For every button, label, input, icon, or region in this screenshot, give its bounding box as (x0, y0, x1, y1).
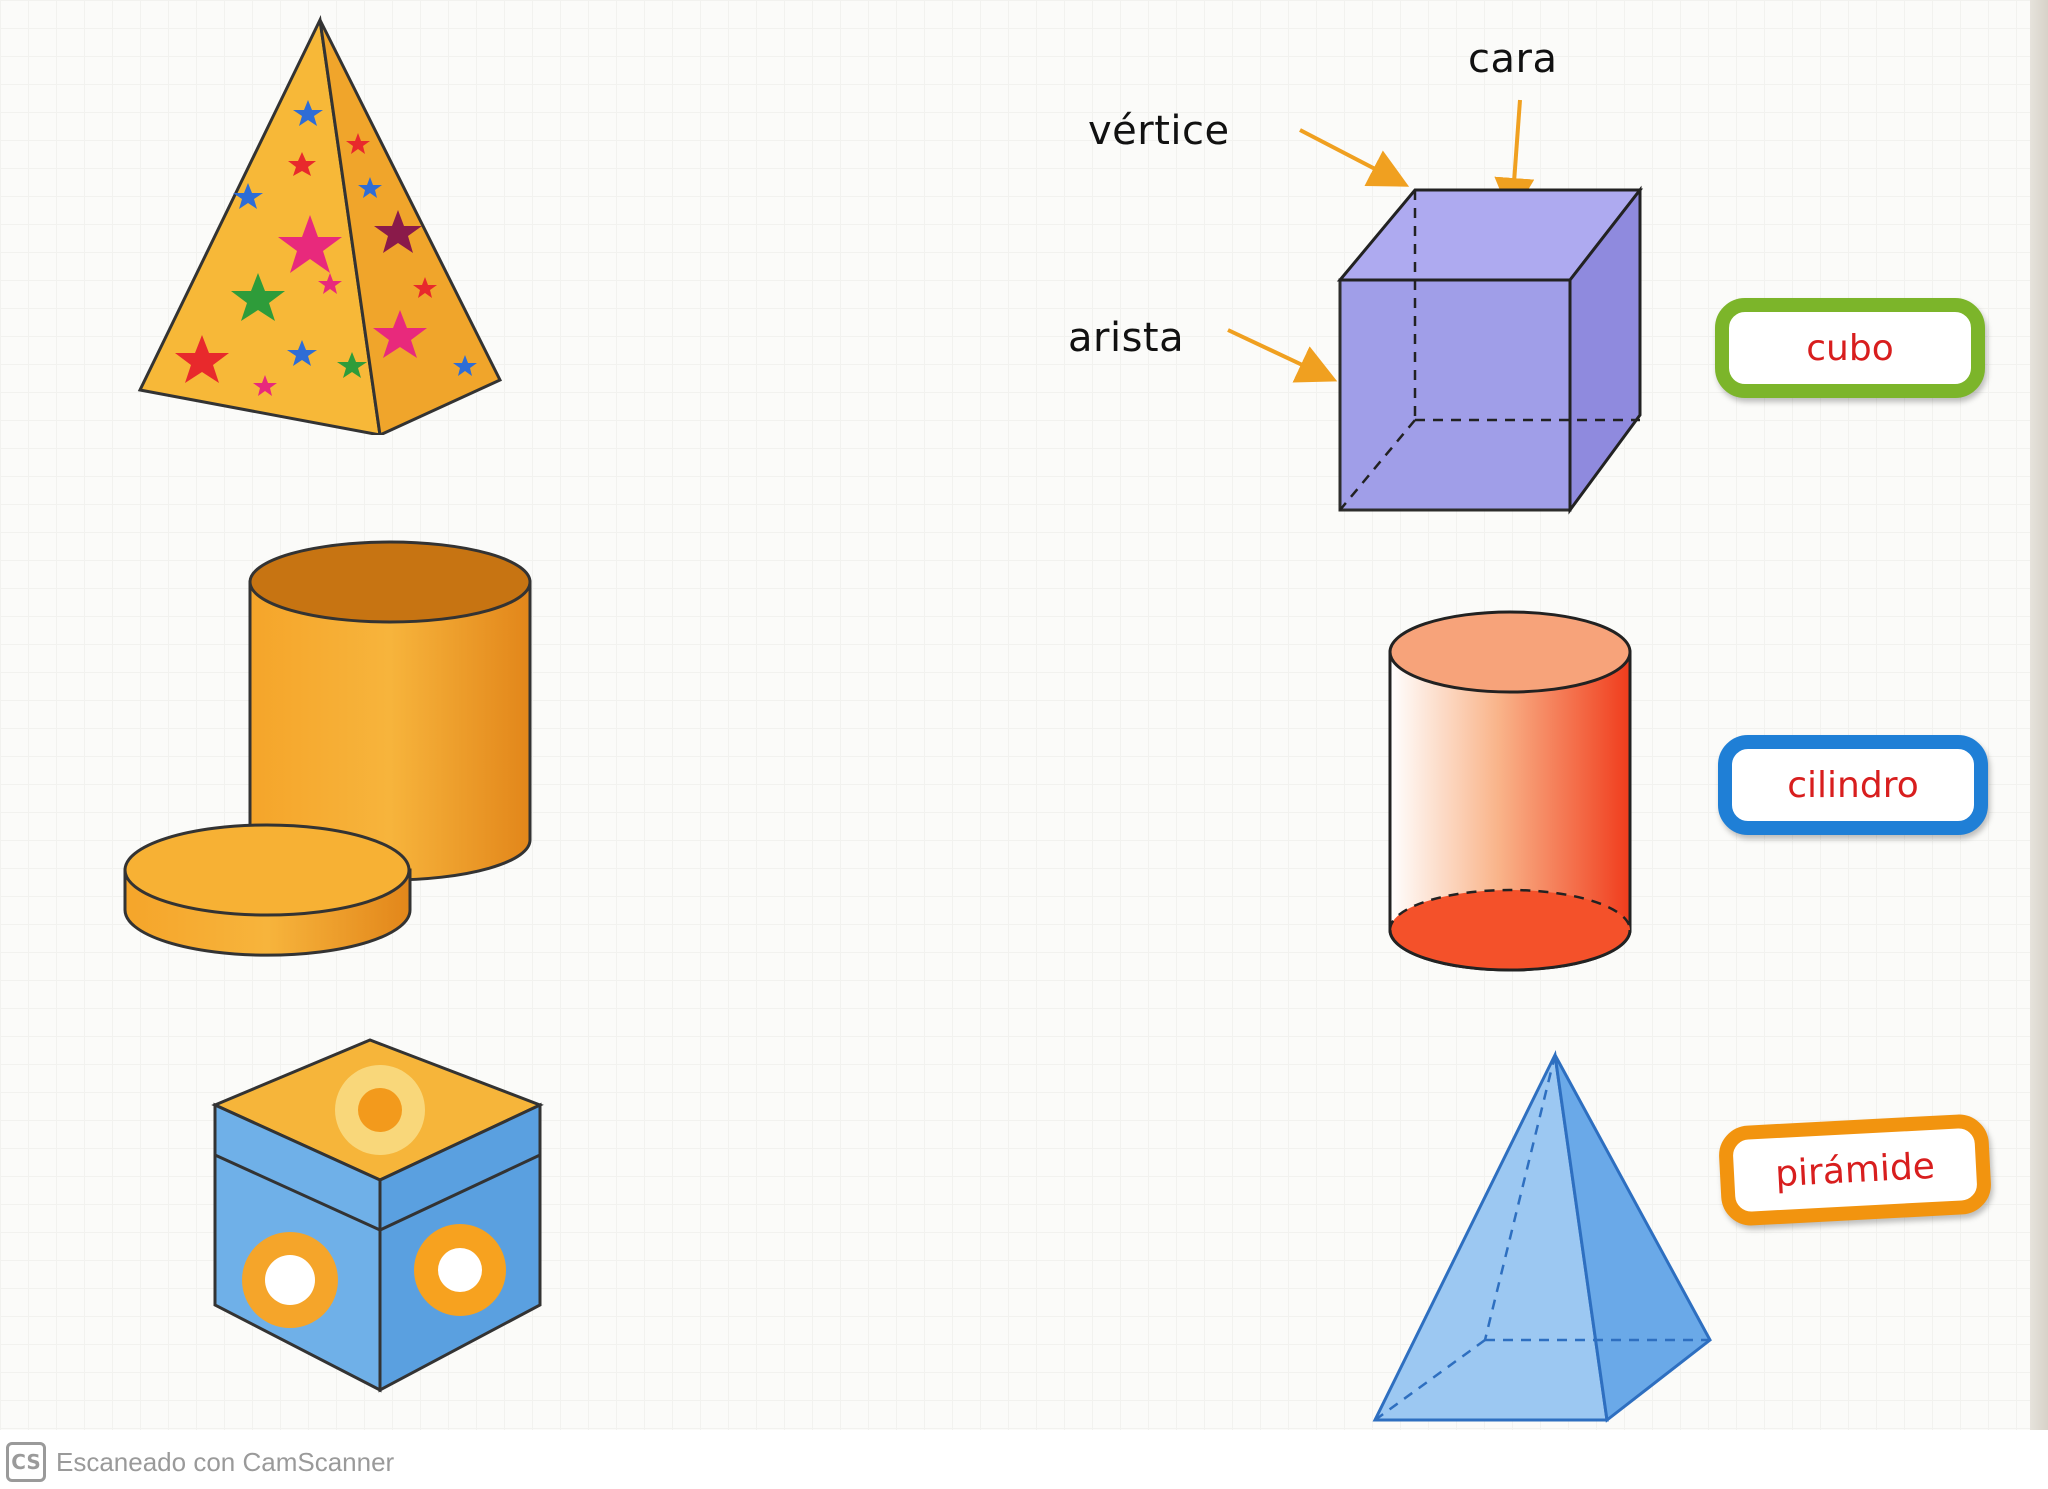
edge-label: arista (1068, 315, 1185, 361)
bottom-margin (0, 1430, 2048, 1489)
tag-piramide: pirámide (1717, 1113, 1993, 1227)
blue-pyramid-image (1372, 1050, 1712, 1423)
tag-cubo-text: cubo (1806, 327, 1894, 369)
tag-piramide-text: pirámide (1774, 1145, 1936, 1195)
edge-arrow (1227, 328, 1338, 383)
camscanner-text: Escaneado con CamScanner (56, 1446, 395, 1477)
vertex-label: vértice (1088, 108, 1230, 154)
gift-box-image (211, 1038, 544, 1393)
purple-cube-image (1336, 185, 1644, 515)
star-pyramid-image (137, 15, 503, 435)
tag-cubo: cubo (1715, 298, 1985, 398)
tag-cilindro-text: cilindro (1787, 764, 1919, 806)
camscanner-watermark: CS Escaneado con CamScanner (6, 1440, 394, 1484)
cylinder-box-image (123, 540, 532, 957)
page-edge (2030, 0, 2048, 1430)
face-label: cara (1468, 36, 1558, 82)
tag-cilindro: cilindro (1718, 735, 1988, 835)
decorative-stars (175, 100, 477, 396)
orange-cylinder-image (1388, 610, 1632, 972)
vertex-arrow (1299, 128, 1410, 187)
camscanner-logo: CS (6, 1442, 46, 1482)
